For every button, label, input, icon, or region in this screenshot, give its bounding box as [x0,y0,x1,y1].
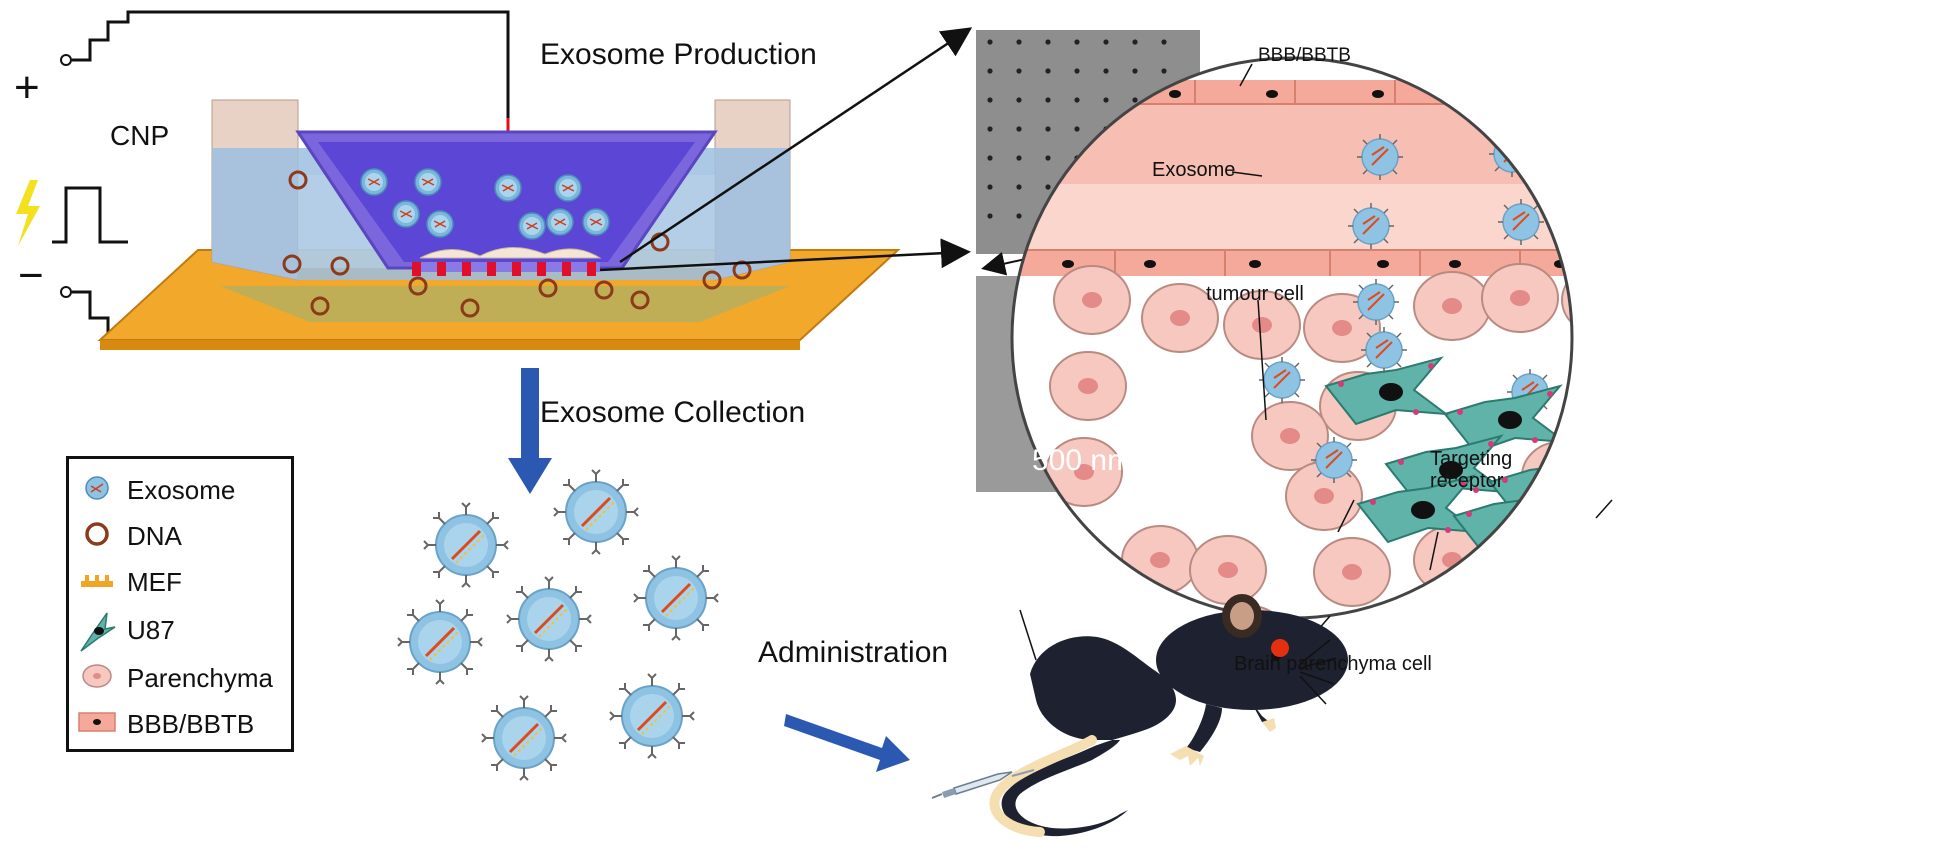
sem-scale-label: 500 nm [1032,444,1133,477]
collected-exosomes [396,468,720,782]
sem-pore-dot [1045,39,1051,45]
legend-label-mef: MEF [127,567,182,597]
u87-cell-icon [80,612,116,652]
legend-label-exosome: Exosome [127,475,236,505]
sem-pore-dot [1132,97,1138,103]
arrow-to-sem-array [619,27,973,264]
administration-arrow [784,714,910,772]
sem-pore-dot [987,126,993,132]
sem-pore-dot [987,184,993,190]
brain-zoom-circle [1010,56,1574,620]
syringe-icon [931,769,1035,799]
sem-pore-dot [1016,213,1022,219]
sem-pore-dot [1045,155,1051,161]
sem-pore-dot [1132,39,1138,45]
sem-pore-dot [1161,39,1167,45]
pulse-waveform [52,186,128,244]
legend: Exosome DNA MEF U87 Parenchyma BBB/BBTB [66,456,294,752]
sem-pore-dot [987,97,993,103]
cnp-label: CNP [110,120,170,151]
legend-label-u87: U87 [127,615,175,645]
cnp-device [97,99,901,350]
arrow-to-sem-pore [599,238,971,272]
sem-pore-dot [1045,126,1051,132]
targeting-receptor-label: Targeting receptor [1430,448,1513,492]
brain-parenchyma-cell-label: Brain parenchyma cell [1234,653,1432,675]
bbb-bbtb-icon [78,712,116,732]
bbb-bbtb-vessel-label: BBB/BBTB [1258,45,1351,66]
mef-icon [81,575,113,587]
exosome-production-label: Exosome Production [540,38,817,71]
dna-ring-icon [85,522,109,546]
sem-pore-dot [1103,68,1109,74]
sem-pore-dot [1074,68,1080,74]
sem-pore-dot [1016,184,1022,190]
sem-pore-dot [1103,97,1109,103]
sem-pore-dot [987,213,993,219]
positive-terminal [60,54,72,66]
sem-pore-dot [1074,39,1080,45]
legend-label-parenchyma: Parenchyma [127,663,273,693]
sem-pore-dot [1016,97,1022,103]
sem-pore-dot [1045,184,1051,190]
parenchyma-cell-icon [82,664,112,688]
exosome-icon [85,476,109,500]
administration-label: Administration [758,636,949,669]
sem-pore-dot [1045,68,1051,74]
sem-pore-dot [1103,39,1109,45]
tumour-cell-label: tumour cell [1206,283,1304,305]
mouse-illustration [931,594,1348,837]
sem-pore-dot [987,155,993,161]
sem-pore-dot [987,39,993,45]
exosome-collection-label: Exosome Collection [540,396,806,429]
lightning-icon [16,180,40,246]
positive-label: + [14,63,40,112]
negative-terminal [60,286,72,298]
negative-label: − [18,251,44,300]
legend-label-bbb-bbtb: BBB/BBTB [127,709,255,739]
sem-pore-dot [1045,97,1051,103]
sem-pore-dot [1016,68,1022,74]
legend-label-dna: DNA [127,521,182,551]
sem-pore-dot [987,68,993,74]
sem-pore-dot [1016,155,1022,161]
sem-pore-dot [1074,126,1080,132]
sem-pore-dot [1016,39,1022,45]
exosome-vessel-label: Exosome [1152,159,1236,181]
sem-pore-dot [1161,68,1167,74]
sem-pore-dot [1074,97,1080,103]
collection-arrow [508,368,552,494]
sem-pore-dot [1132,68,1138,74]
sem-pore-dot [1016,126,1022,132]
